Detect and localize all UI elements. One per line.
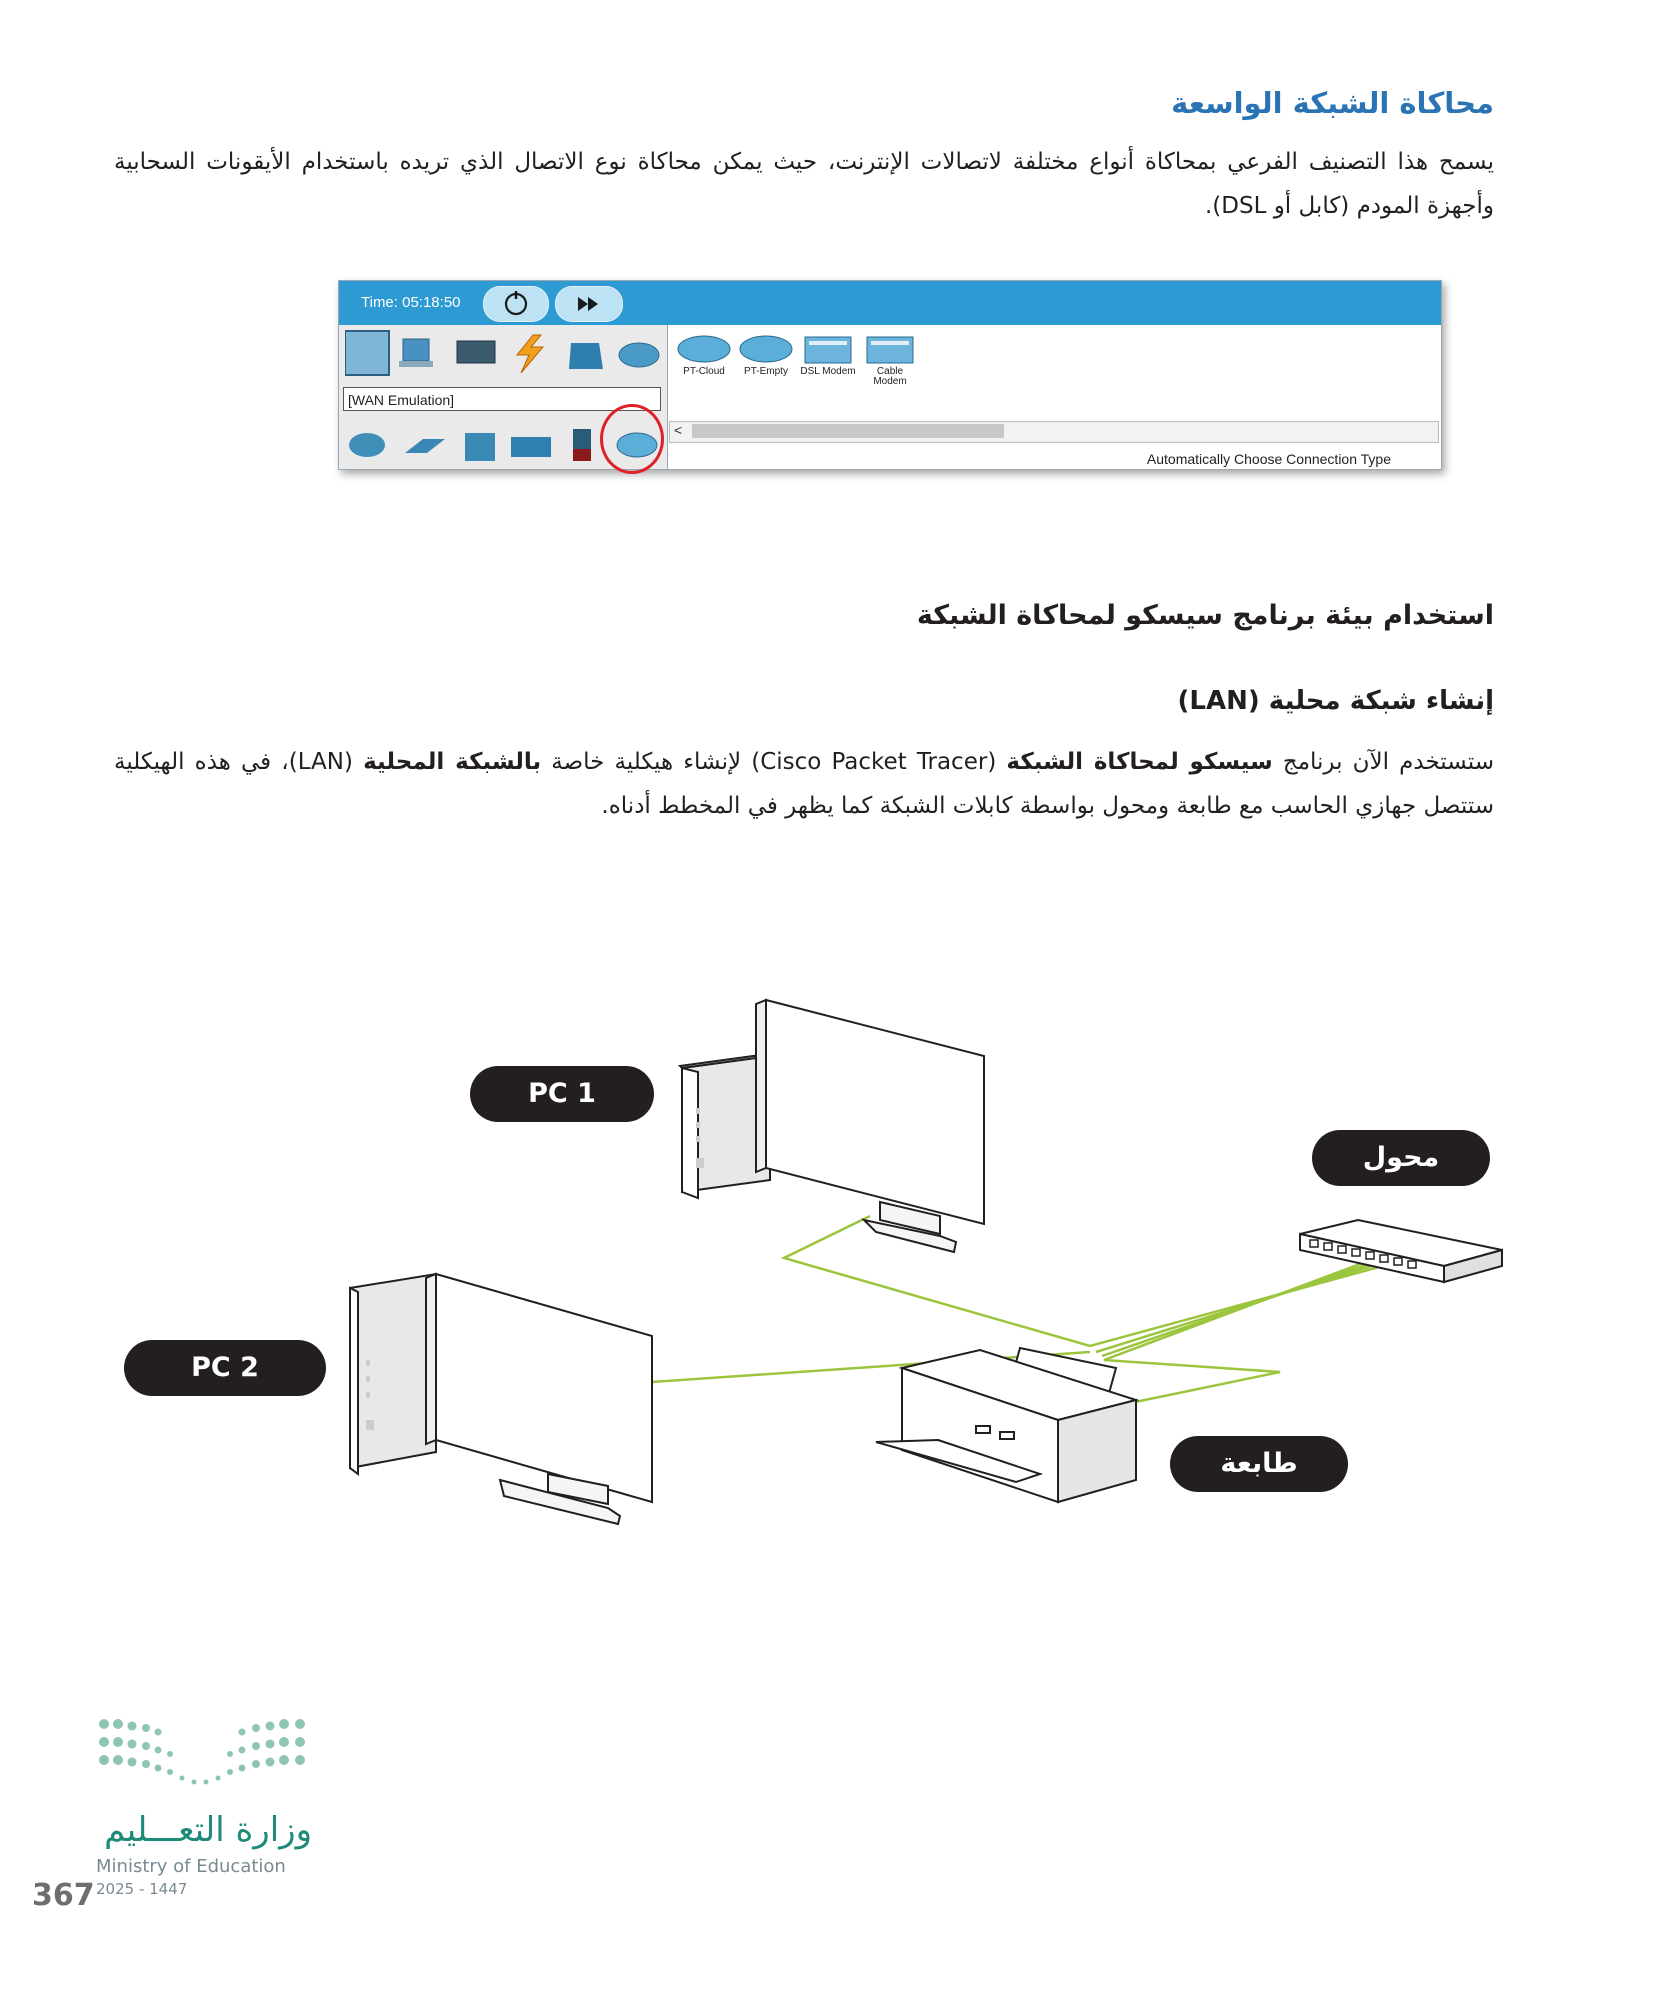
cloud-icon [739, 335, 793, 363]
cloud-icon [677, 335, 731, 363]
ministry-name-english: Ministry of Education [96, 1856, 286, 1877]
wan-paragraph: يسمح هذا التصنيف الفرعي بمحاكاة أنواع مخ… [114, 149, 1494, 219]
page-number: 367 [32, 1878, 95, 1913]
power-cycle-icon [504, 291, 528, 316]
scroll-left-arrow[interactable]: < [674, 422, 683, 438]
components-icon[interactable] [456, 340, 496, 364]
device-dsl-modem[interactable]: DSL Modem [799, 331, 857, 385]
printer-device [875, 1346, 1140, 1504]
ministry-logo-dots [99, 1719, 305, 1785]
wan-emulation-icon[interactable] [618, 342, 660, 368]
modem-icon [866, 336, 914, 364]
switches-icon[interactable] [405, 439, 445, 453]
highlight-circle [600, 404, 664, 474]
ministry-year: 2025 - 1447 [96, 1880, 188, 1898]
realtime-toolbar: Time: 05:18:50 [339, 281, 1441, 325]
section-subtitle-lan: إنشاء شبكة محلية (LAN) [1177, 686, 1494, 716]
fast-forward-button[interactable] [555, 286, 623, 322]
connection-type-label: Automatically Choose Connection Type [1146, 451, 1391, 467]
category-label: [WAN Emulation] [343, 387, 661, 411]
switch-ports [1309, 1239, 1417, 1269]
packet-tracer-screenshot: Time: 05:18:50 [WAN Emulation] [338, 280, 1442, 470]
pc2-label: PC 2 [124, 1340, 326, 1396]
lan-diagram [349, 998, 1503, 1526]
device-scrollbar[interactable]: < [669, 421, 1439, 443]
section-title-wan: محاكاة الشبكة الواسعة [1171, 86, 1494, 120]
lan-paragraph: ستستخدم الآن برنامج سيسكو لمحاكاة الشبكة… [114, 749, 1494, 819]
end-devices-icon[interactable] [402, 338, 430, 362]
device-list-panel: PT-Cloud PT-Empty DSL Modem Cable Modem … [669, 325, 1441, 469]
network-devices-icon[interactable] [345, 330, 390, 376]
pc1-computer [677, 998, 985, 1254]
misc-icon[interactable] [569, 343, 603, 369]
section-title-cisco: استخدام بيئة برنامج سيسكو لمحاكاة الشبكة [916, 600, 1494, 631]
fast-forward-icon [578, 297, 598, 311]
device-cable-modem[interactable]: Cable Modem [861, 331, 919, 387]
switch-device [1299, 1218, 1503, 1284]
switch-label: محول [1312, 1130, 1490, 1186]
pc1-label: PC 1 [470, 1066, 654, 1122]
scroll-thumb[interactable] [692, 424, 1004, 438]
hubs-icon[interactable] [465, 433, 495, 461]
wireless-icon[interactable] [511, 437, 551, 457]
ministry-name-arabic: وزارة التعـــليم [104, 1810, 312, 1850]
printer-label: طابعة [1170, 1436, 1348, 1492]
connections-icon[interactable] [515, 334, 545, 374]
device-pt-cloud[interactable]: PT-Cloud [675, 331, 733, 385]
power-cycle-button[interactable] [483, 286, 549, 322]
modem-icon [804, 336, 852, 364]
time-display: Time: 05:18:50 [361, 294, 461, 311]
routers-icon[interactable] [349, 433, 385, 457]
pc2-computer [349, 1272, 653, 1526]
device-pt-empty[interactable]: PT-Empty [737, 331, 795, 385]
category-icons-row [345, 330, 660, 376]
